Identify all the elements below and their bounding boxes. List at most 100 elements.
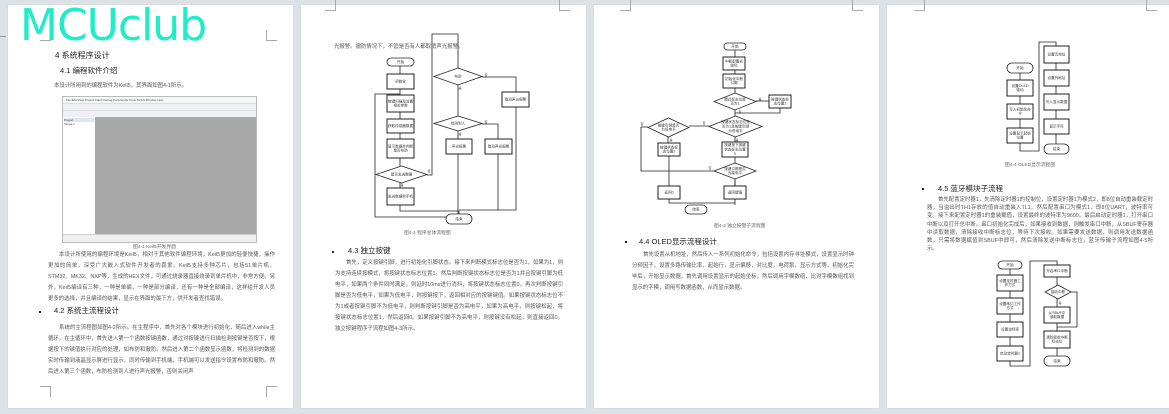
body-paragraph: 首先配置定时器1，先清除定时器1的控制位，设置定时器1为模式2，即8位自动重装载…	[927, 197, 1153, 253]
terminal-node	[386, 57, 415, 67]
flow-node-label: 开始	[397, 59, 405, 64]
flow-node-label: 初始化中断引脚	[725, 76, 743, 85]
keil-target: Target 1	[64, 122, 75, 126]
branch-label: 是	[758, 96, 761, 101]
flow-connector	[668, 199, 735, 204]
flow-node-label: 写入显示数据	[1046, 99, 1068, 104]
process-node	[386, 118, 415, 134]
process-node	[1006, 127, 1034, 144]
flow-node-label: 接收中断	[1051, 289, 1066, 294]
flow-connector	[459, 107, 517, 211]
chapter-heading: 4 系统程序设计	[55, 51, 110, 60]
terminal-node	[1043, 355, 1071, 367]
body-paragraph: 本设计所使用的编程环境是Keil5，相对于其他软件编程环境，Keil5更加的轻便…	[48, 252, 275, 302]
flow-node-label: 发送数据到手机	[388, 193, 414, 198]
decision-node	[647, 117, 690, 138]
process-node	[1043, 93, 1070, 111]
body-paragraph: 系统的主流程图如图4-2所示。在主程序中，首先对各个模块进行初始化，随后进入wh…	[48, 325, 275, 375]
decision-node	[1044, 284, 1072, 300]
process-node	[386, 138, 415, 159]
process-node	[721, 141, 749, 158]
flow-node-label: 按键引脚是否为低电平	[658, 122, 680, 131]
flow-connector	[427, 33, 459, 176]
flow-node-label: 中断配置初始化	[725, 58, 743, 67]
body-paragraph: 首先设置从机地址，然后传入一系列初始化命令，包括设置内存寻址模式，设置显示时钟分…	[632, 252, 854, 291]
process-node	[657, 142, 681, 157]
crop-mark	[266, 386, 277, 397]
flow-connector	[374, 93, 446, 218]
flow-node-label: 按键引脚是否为高电平	[724, 166, 746, 175]
branch-label: 否	[708, 166, 711, 170]
margin-dot	[625, 241, 627, 243]
crop-mark	[852, 0, 863, 11]
decision-node	[374, 165, 429, 184]
flow-node-label: 结束	[692, 206, 700, 211]
flow-node-label: 返回键值	[728, 189, 743, 194]
branch-label: 是	[400, 182, 403, 187]
margin-dot	[922, 188, 924, 190]
margin-dot	[39, 311, 41, 313]
body-text: 光报警。撤防情况下，不管是否有人都取消声光报警。	[334, 44, 464, 50]
branch-label: 否	[427, 169, 430, 173]
flow-node-label: 取消声光报警	[505, 96, 527, 101]
flow-node-label: 设置列地址	[1048, 75, 1066, 80]
keil-status-bar	[63, 234, 256, 242]
flow-node-label: 写入初始化命令	[1009, 106, 1031, 115]
decision-node	[712, 92, 758, 111]
flow-connector	[735, 108, 781, 114]
terminal-node	[1006, 62, 1034, 74]
branch-label: 否	[484, 120, 487, 124]
section-heading-4-5: 4.5 蓝牙模块子流程	[938, 184, 1004, 193]
keil-project-title: Project	[64, 118, 94, 122]
branch-label: 否	[702, 121, 705, 125]
crop-mark	[559, 0, 570, 11]
decision-node	[712, 162, 758, 180]
flow-node-label: 检测到人	[451, 120, 466, 125]
document-page-2: 光报警。撤防情况下，不管是否有人都取消声光报警。 开始初始化按键扫描及设置相关参…	[301, 0, 586, 408]
ruler-marker	[0, 36, 6, 37]
process-node	[1043, 306, 1071, 324]
flow-node-label: 按键状态标志位是否为1且按键引脚为低电平	[721, 119, 750, 133]
flow-node-label: 按键状态标志位置1	[771, 96, 789, 105]
process-node	[1043, 45, 1070, 64]
flow-node-label: 初始化	[395, 78, 406, 83]
process-node	[996, 297, 1024, 315]
flow-node-label: 设置页地址	[1048, 51, 1066, 56]
terminal-node	[445, 213, 473, 225]
keil-screenshot: File Edit View Project Flash Debug Perip…	[62, 96, 257, 243]
process-node	[1043, 330, 1071, 349]
flow-node-label: 声光报警	[452, 143, 467, 148]
process-node	[445, 138, 473, 155]
crop-mark	[325, 0, 336, 11]
section-heading-4-4: 4.4 OLED显示流程设计	[639, 237, 717, 246]
keil-project-panel: Project Target 1	[63, 117, 96, 234]
margin-dot	[332, 251, 334, 253]
process-node	[657, 185, 681, 200]
crop-mark	[914, 0, 925, 11]
flow-node-label: 开始	[1016, 65, 1024, 70]
process-node	[1043, 118, 1070, 135]
flow-node-label: 从SBUF中读取数据	[1049, 310, 1066, 319]
figure-caption: 图4-1 Keil5开发界面	[133, 245, 176, 250]
process-node	[386, 187, 415, 206]
flow-node-label: 设置显示起始位置	[1009, 130, 1031, 139]
process-node	[484, 138, 513, 155]
branch-label: 是	[669, 137, 672, 142]
process-node	[386, 94, 415, 113]
process-node	[1006, 79, 1034, 97]
process-node	[1043, 264, 1071, 278]
terminal-node	[1043, 143, 1070, 155]
keil-editor-area	[95, 117, 256, 234]
section-heading-4-1: 4.1 编程软件介绍	[60, 66, 118, 75]
process-node	[768, 94, 792, 109]
flow-connector	[1057, 291, 1078, 328]
flow-node-label: 清除接收中断标志位	[1046, 334, 1068, 343]
figure-caption: 图4-4 OLED显示流程图	[1005, 163, 1056, 168]
flow-node-label: 显示数据并判断是否布防	[388, 143, 414, 152]
figure-caption: 图4-3 独立按键子流程图	[714, 224, 766, 229]
process-node	[501, 91, 530, 108]
